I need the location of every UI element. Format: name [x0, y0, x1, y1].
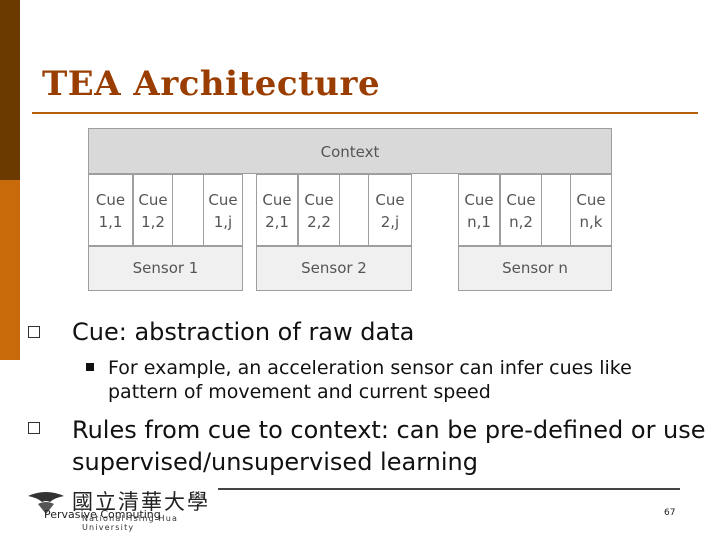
cue-gap [340, 174, 368, 246]
title-underline [32, 112, 698, 114]
cue-box: Cue 1,2 [133, 174, 173, 246]
left-accent-bar-top [0, 0, 20, 180]
sensor-box: Sensor n [458, 246, 612, 291]
cue-box: Cue 1,j [203, 174, 243, 246]
page-number: 67 [664, 508, 676, 518]
cue-box: Cue n,k [570, 174, 612, 246]
bullet-text: For example, an acceleration sensor can … [108, 357, 632, 403]
filled-square-bullet-icon [86, 363, 94, 371]
bullet-text: Rules from cue to context: can be pre-de… [72, 416, 706, 476]
cue-box: Cue n,1 [458, 174, 500, 246]
sensor-label: Sensor n [502, 259, 568, 277]
cue-label: Cue 2,1 [262, 191, 292, 231]
cue-label: Cue 1,1 [95, 191, 126, 231]
context-label: Context [320, 143, 380, 161]
university-name: National Tsing Hua University [82, 514, 179, 532]
cue-label: Cue n,1 [464, 191, 494, 231]
context-box: Context [88, 128, 612, 174]
cue-label: Cue n,k [576, 191, 606, 231]
cue-label: Cue 2,j [375, 191, 405, 231]
cue-box: Cue 1,1 [88, 174, 133, 246]
tea-diagram: Context Cue 1,1 Cue 1,2 Cue 1,j Cue 2,1 … [88, 128, 613, 291]
cue-gap [173, 174, 203, 246]
footer-rule [218, 488, 680, 490]
left-accent-bar-bottom [0, 180, 20, 360]
emblem-icon [28, 492, 64, 514]
cue-label: Cue 1,2 [138, 191, 168, 231]
cue-label: Cue n,2 [506, 191, 536, 231]
square-bullet-icon [28, 326, 40, 338]
cue-box: Cue n,2 [500, 174, 542, 246]
footer-course-name: Pervasive Computing [44, 508, 161, 521]
sensor-label: Sensor 1 [132, 259, 199, 277]
cue-box: Cue 2,1 [256, 174, 298, 246]
cue-label: Cue 1,j [208, 191, 238, 231]
slide-title: TEA Architecture [42, 64, 381, 104]
sensor-box: Sensor 1 [88, 246, 243, 291]
logo-characters: 國立清華大學 [72, 490, 210, 514]
university-logo: 國立清華大學 National Tsing Hua University [24, 486, 224, 532]
cue-label: Cue 2,2 [304, 191, 334, 231]
sensor-label: Sensor 2 [301, 259, 367, 277]
sensor-box: Sensor 2 [256, 246, 412, 291]
cue-gap [542, 174, 570, 246]
cue-box: Cue 2,j [368, 174, 412, 246]
bullet-text: Cue: abstraction of raw data [72, 318, 415, 346]
square-bullet-icon [28, 422, 40, 434]
cue-box: Cue 2,2 [298, 174, 340, 246]
